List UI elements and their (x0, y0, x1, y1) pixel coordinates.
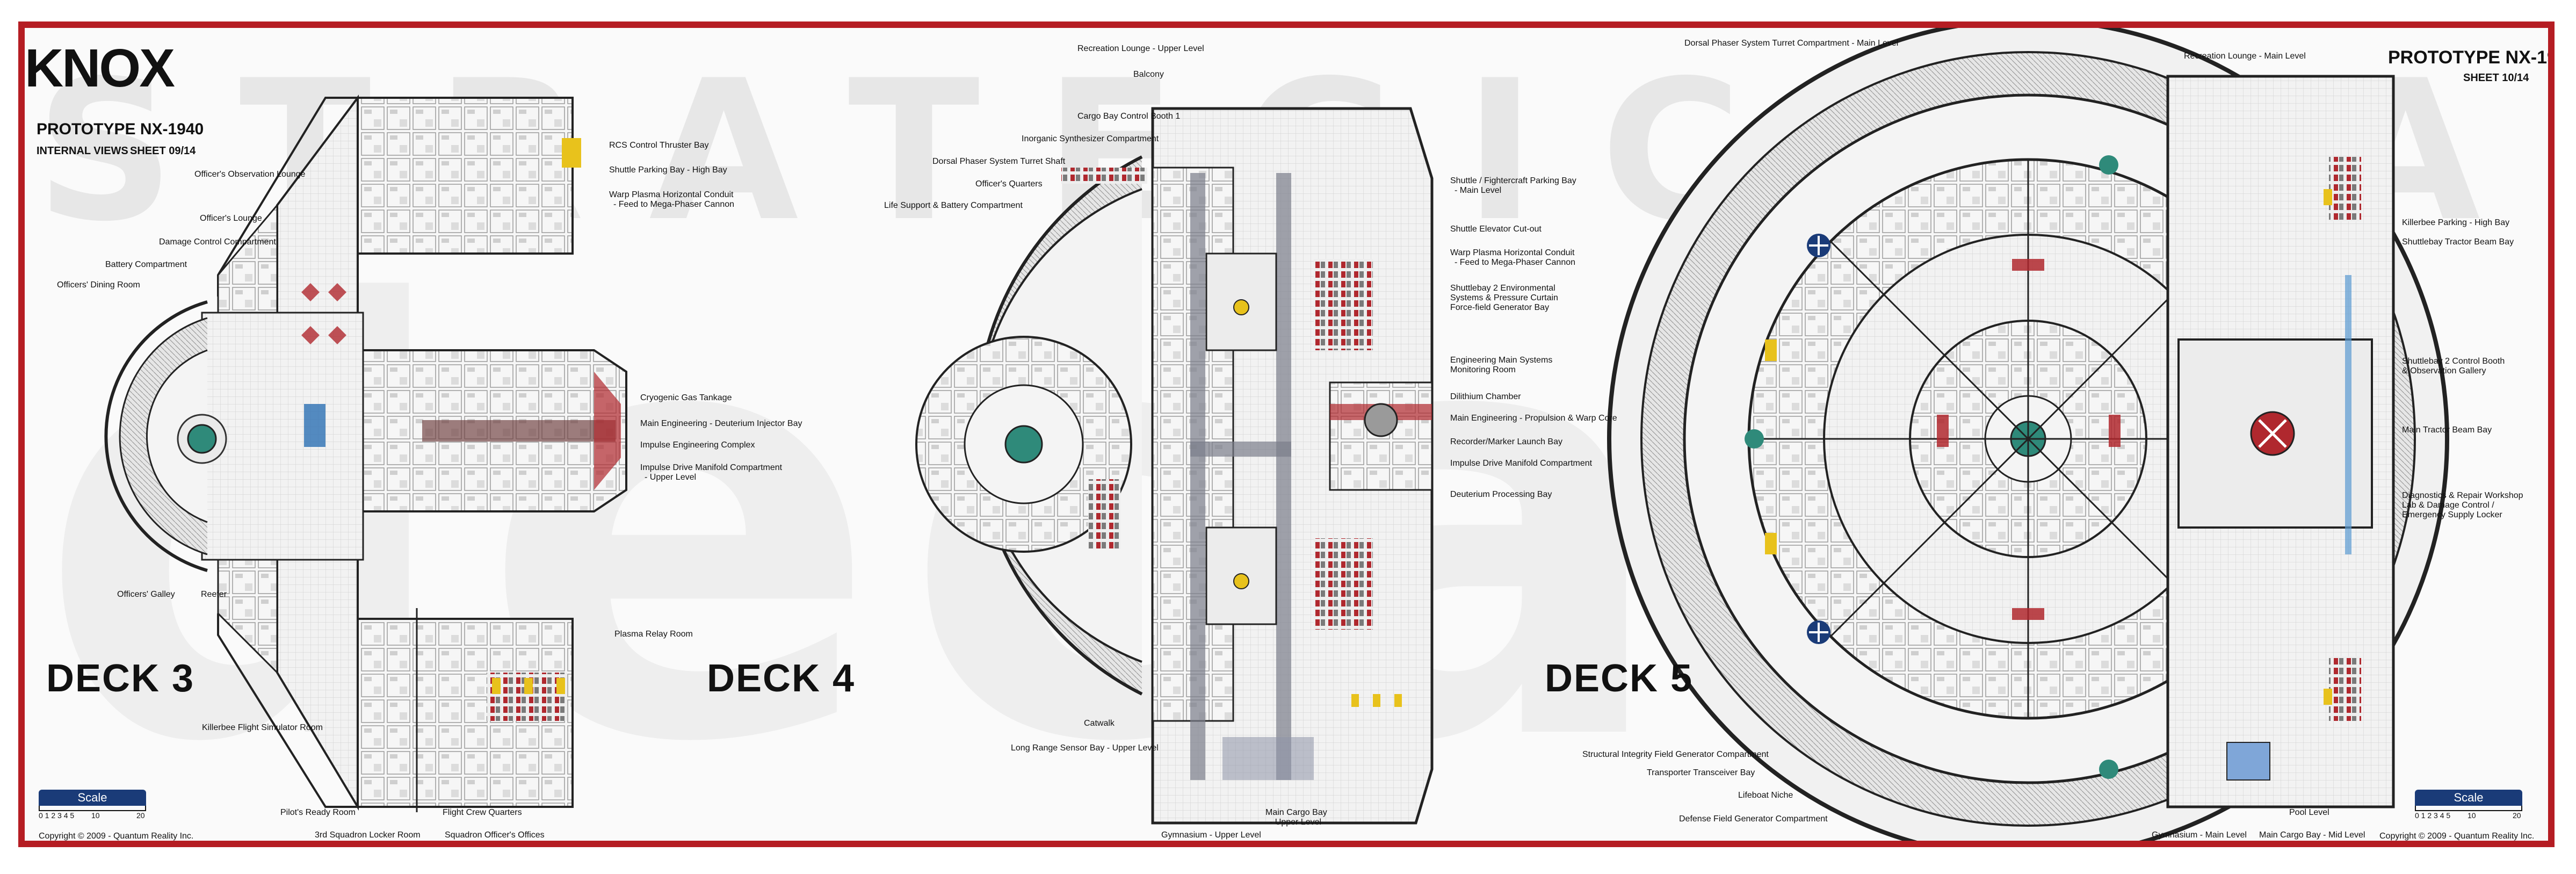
sheet-right: SHEET 10/14 (2463, 72, 2529, 84)
prototype-right: PROTOTYPE NX-1940 (2388, 47, 2548, 68)
label-main-cargo-mid: Main Cargo Bay - Mid Level (2259, 830, 2365, 840)
label-transporter: Transporter Transceiver Bay (1647, 768, 1755, 777)
label-shuttlebay-control-2: & Observation Gallery (2402, 366, 2486, 375)
label-killerbee-parking: Killerbee Parking - High Bay (2402, 218, 2510, 227)
label-life-support: Life Support & Battery Compartment (884, 201, 1023, 210)
label-officers-quarters: Officer's Quarters (975, 179, 1043, 189)
label-inorganic: Inorganic Synthesizer Compartment (1022, 134, 1159, 143)
scale-right-tick-2: 20 (2513, 811, 2521, 820)
label-warp-conduit-2: - Feed to Mega-Phaser Cannon (613, 200, 735, 209)
scale-right: Scale 0 1 2 3 4 5 10 20 (2415, 790, 2522, 820)
label-cryogenic: Cryogenic Gas Tankage (640, 393, 732, 402)
label-obs-lounge: Officer's Observation Lounge (194, 170, 306, 179)
label-impulse-manifold-1: Impulse Drive Manifold Compartment (640, 463, 783, 472)
label-cargo-booth: Cargo Bay Control Booth 1 (1077, 112, 1181, 121)
label-warp-conduit-4b: - Feed to Mega-Phaser Cannon (1455, 258, 1576, 267)
label-warp-conduit-1: Warp Plasma Horizontal Conduit (609, 190, 734, 199)
label-shuttlebay-control-1: Shuttlebay 2 Control Booth (2402, 357, 2505, 366)
sheet-left: SHEET 09/14 (130, 145, 196, 157)
deck-plans (104, 28, 2449, 841)
label-shuttle-parking: Shuttle Parking Bay - High Bay (609, 165, 727, 175)
label-dorsal-turret-5: Dorsal Phaser System Turret Compartment … (1684, 39, 1899, 48)
label-diagnostics-1: Diagnostics & Repair Workshop (2402, 491, 2523, 500)
deck3-plan (104, 95, 627, 812)
label-main-cargo-1: Main Cargo Bay (1265, 808, 1327, 817)
copyright-right: Copyright © 2009 - Quantum Reality Inc. (2379, 832, 2535, 841)
label-battery: Battery Compartment (105, 260, 187, 269)
label-shuttle-parking-2: - Main Level (1455, 186, 1502, 195)
scale-left-tick-1: 10 (91, 811, 100, 820)
label-deuterium: Deuterium Processing Bay (1450, 490, 1552, 499)
label-main-eng: Main Engineering - Deuterium Injector Ba… (640, 419, 802, 428)
label-pool: Pool Level (2289, 808, 2329, 817)
sheet-frame: STRATEGIC SPACE decals (18, 21, 2555, 847)
label-shuttlebay-env-1: Shuttlebay 2 Environmental (1450, 284, 1555, 293)
label-gymnasium-main: Gymnasium - Main Level (2152, 830, 2247, 840)
deck5-title: DECK 5 (1545, 657, 1694, 700)
label-impulse-manifold-2: - Upper Level (645, 473, 697, 482)
label-deflector: Defense Field Generator Compartment (1679, 814, 1828, 824)
label-shuttle-parking-1: Shuttle / Fightercraft Parking Bay (1450, 176, 1576, 185)
label-shuttle-elevator: Shuttle Elevator Cut-out (1450, 225, 1542, 234)
scale-left: Scale 0 1 2 3 4 5 10 20 (39, 790, 146, 820)
label-squadron-offices: Squadron Officer's Offices (445, 830, 545, 840)
label-dilithium: Dilithium Chamber (1450, 392, 1521, 401)
deck4-title: DECK 4 (707, 657, 856, 700)
view-label: INTERNAL VIEWS (37, 145, 128, 157)
label-main-eng-prop: Main Engineering - Propulsion & Warp Cor… (1450, 414, 1617, 423)
label-balcony: Balcony (1133, 70, 1164, 79)
label-structural: Structural Integrity Field Generator Com… (1582, 750, 1769, 759)
scale-right-tick-0: 0 1 2 3 4 5 (2415, 811, 2451, 820)
label-flight-crew: Flight Crew Quarters (443, 808, 522, 817)
label-diagnostics-3: Emergency Supply Locker (2402, 510, 2502, 519)
label-galley: Officers' Galley (117, 590, 175, 599)
label-rec-upper: Recreation Lounge - Upper Level (1077, 44, 1204, 53)
scale-left-tick-0: 0 1 2 3 4 5 (39, 811, 75, 820)
label-impulse-complex: Impulse Engineering Complex (640, 440, 755, 450)
label-rec-main: Recreation Lounge - Main Level (2184, 52, 2306, 61)
label-impulse-manifold-4: Impulse Drive Manifold Compartment (1450, 459, 1593, 468)
label-warp-conduit-4a: Warp Plasma Horizontal Conduit (1450, 248, 1575, 257)
label-dining: Officers' Dining Room (57, 280, 140, 290)
label-shuttlebay-env-3: Force-field Generator Bay (1450, 303, 1550, 312)
label-eng-monitor-2: Monitoring Room (1450, 365, 1516, 374)
label-reefer: Reefer (201, 590, 227, 599)
label-catwalk: Catwalk (1084, 719, 1115, 728)
label-tractor-bay: Shuttlebay Tractor Beam Bay (2402, 237, 2514, 247)
ship-name: KNOX (25, 38, 175, 98)
label-lifeboat: Lifeboat Niche (1738, 791, 1793, 800)
scale-left-tick-2: 20 (136, 811, 145, 820)
label-rcs: RCS Control Thruster Bay (609, 141, 709, 150)
label-recorder: Recorder/Marker Launch Bay (1450, 437, 1562, 446)
label-killerbee-sim: Killerbee Flight Simulator Room (202, 723, 323, 732)
scale-left-label: Scale (39, 790, 146, 806)
prototype-left: PROTOTYPE NX-1940 (37, 120, 204, 138)
label-officers-lounge: Officer's Lounge (200, 214, 262, 223)
label-plasma-relay: Plasma Relay Room (614, 630, 693, 639)
scale-right-label: Scale (2415, 790, 2522, 806)
label-diagnostics-2: Lab & Damage Control / (2402, 501, 2494, 510)
deck4-plan (915, 107, 1434, 825)
label-damage-control: Damage Control Compartment (159, 237, 276, 247)
deck5-plan (1607, 28, 2449, 841)
label-main-cargo-2: - Upper Level (1270, 818, 1322, 827)
deck3-title: DECK 3 (46, 657, 195, 700)
label-gymnasium-upper: Gymnasium - Upper Level (1161, 830, 1261, 840)
label-main-tractor: Main Tractor Beam Bay (2402, 425, 2492, 435)
label-dorsal-turret: Dorsal Phaser System Turret Shaft (932, 157, 1066, 166)
label-squadron-locker: 3rd Squadron Locker Room (315, 830, 421, 840)
label-shuttlebay-env-2: Systems & Pressure Curtain (1450, 293, 1558, 302)
label-sensor-bay: Long Range Sensor Bay - Upper Level (1011, 743, 1159, 753)
label-pilots-ready: Pilot's Ready Room (280, 808, 356, 817)
copyright-left: Copyright © 2009 - Quantum Reality Inc. (39, 832, 194, 841)
scale-right-tick-1: 10 (2468, 811, 2476, 820)
label-eng-monitor-1: Engineering Main Systems (1450, 356, 1553, 365)
